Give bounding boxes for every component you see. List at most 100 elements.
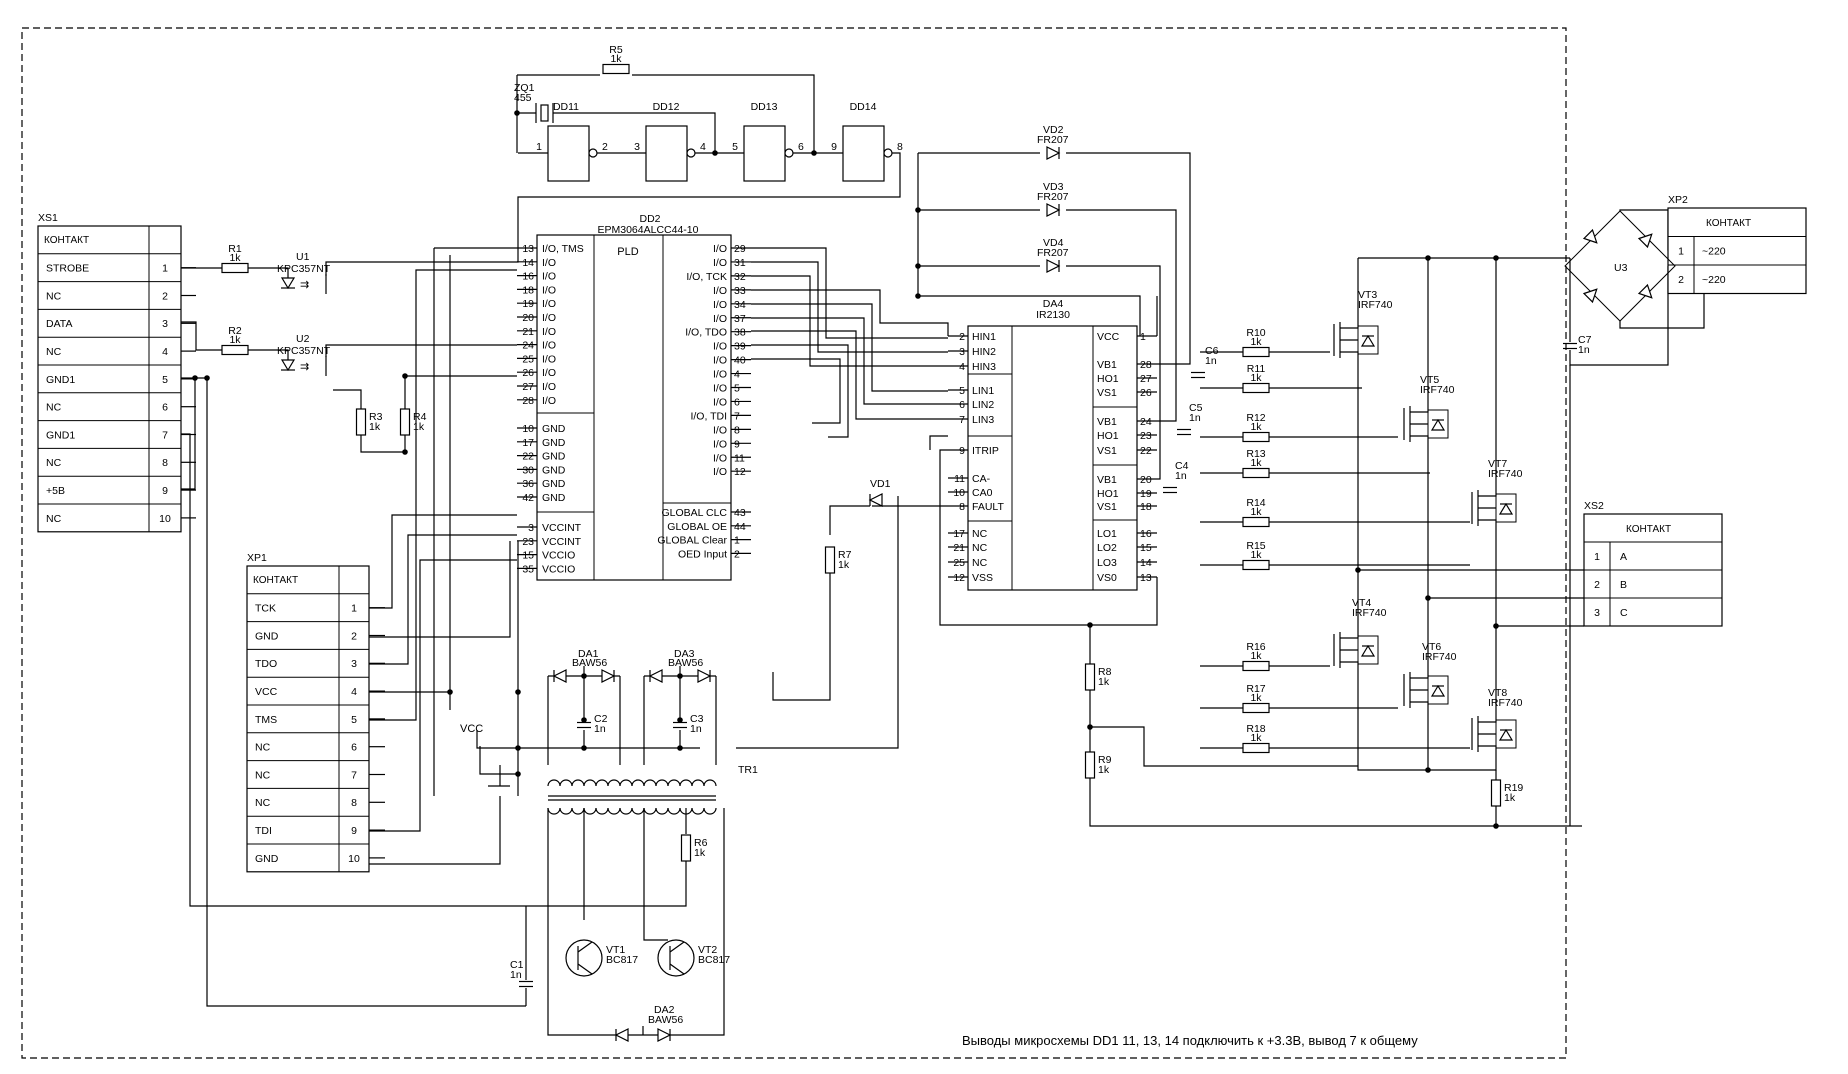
- value-r12: 1k: [1250, 421, 1262, 433]
- pin-number: 2: [959, 331, 965, 343]
- pin-number: 2: [351, 630, 357, 642]
- resistor-r19: [1490, 779, 1502, 807]
- pin-number: 24: [522, 340, 534, 352]
- pin-name: +5В: [46, 485, 65, 497]
- pin-number: 4: [959, 361, 965, 373]
- value-r8: 1k: [1098, 676, 1110, 688]
- ref-c4: C4: [1175, 460, 1189, 472]
- pin-label: VSS: [972, 572, 993, 584]
- pin-label: I/O: [542, 312, 556, 324]
- pin-number: 29: [734, 243, 746, 255]
- pin-number: 35: [522, 563, 534, 575]
- pin-number: 3: [528, 522, 534, 534]
- ref-da3: DA3: [674, 648, 695, 660]
- pin-number: 3: [351, 658, 357, 670]
- ref-r9: R9: [1098, 754, 1112, 766]
- pin-label: HO1: [1097, 488, 1119, 500]
- ref-r14: R14: [1246, 497, 1265, 509]
- pin-label: LIN1: [972, 385, 994, 397]
- pin-number: 22: [1140, 445, 1152, 457]
- ref-vt6: VT6: [1422, 641, 1441, 653]
- ic-ref-dd2: DD2: [639, 213, 660, 225]
- tr1-winding: [679, 779, 693, 787]
- value-vt6: IRF740: [1422, 651, 1457, 663]
- pin-name: VCC: [255, 686, 278, 698]
- pin-number: 6: [959, 399, 965, 411]
- mosfet-drain: [1340, 618, 1359, 639]
- pin-number: 44: [734, 521, 746, 533]
- pin-number: 5: [959, 385, 965, 397]
- pin-label: GND: [542, 437, 566, 449]
- wire: [369, 559, 517, 832]
- resistor-r15: [1242, 559, 1270, 571]
- tr1-winding: [571, 807, 585, 815]
- pin-number: 3: [162, 318, 168, 330]
- pin-name: NC: [46, 402, 62, 414]
- value-r19: 1k: [1504, 792, 1516, 804]
- led-vd1: [868, 493, 883, 507]
- body-diode: [1498, 728, 1514, 741]
- value-c6: 1n: [1205, 355, 1217, 367]
- pin-name: GND: [255, 853, 279, 865]
- ref-r17: R17: [1246, 683, 1265, 695]
- tr1-winding: [703, 807, 717, 815]
- pin-number: 43: [734, 507, 746, 519]
- body-diode: [1430, 418, 1446, 431]
- connector-ref-xp2: XP2: [1668, 194, 1688, 206]
- pin-number: 17: [953, 528, 965, 540]
- tr1-winding: [667, 779, 681, 787]
- pin-number: 8: [959, 501, 965, 513]
- body-diode: [1360, 334, 1376, 347]
- connector-ref-xp1: XP1: [247, 552, 267, 564]
- connector-xp2: [1667, 207, 1807, 295]
- pin-name: GND: [255, 630, 279, 642]
- pin-label: I/O: [542, 257, 556, 269]
- body-diode: [1498, 502, 1514, 515]
- pin-label: I/O: [713, 396, 727, 408]
- pin-number: 25: [953, 557, 965, 569]
- wire: [829, 505, 870, 535]
- wire: [1357, 682, 1497, 771]
- pin-number: 19: [522, 298, 534, 310]
- gate-ref-dd12: DD12: [653, 101, 680, 113]
- pin-label: I/O: [713, 369, 727, 381]
- junction-dot: [1493, 255, 1499, 261]
- pin-number: 22: [522, 451, 534, 463]
- wire: [553, 112, 716, 153]
- pin-label: GND: [542, 478, 566, 490]
- tr1-winding: [607, 779, 621, 787]
- wire: [325, 344, 517, 357]
- pin-number: 11: [734, 452, 745, 464]
- ref-r13: R13: [1246, 448, 1265, 460]
- wire: [476, 730, 518, 749]
- junction-dot: [712, 150, 718, 156]
- pin-number: 26: [522, 367, 534, 379]
- pin-label: I/O: [713, 355, 727, 367]
- wire: [248, 267, 289, 278]
- pin-number: 7: [351, 769, 357, 781]
- pin-name: NC: [255, 742, 271, 754]
- pin-number: 27: [522, 381, 534, 393]
- wire: [369, 534, 517, 665]
- pin-number: 5: [162, 374, 168, 386]
- value-c3: 1n: [690, 723, 702, 735]
- pin-number: 4: [700, 141, 706, 153]
- pin-number: 40: [734, 355, 746, 367]
- pin-name: C: [1620, 607, 1628, 619]
- wire: [1066, 152, 1191, 365]
- pin-number: 21: [522, 326, 534, 338]
- value-zq1: 455: [514, 92, 532, 104]
- pin-number: 33: [734, 285, 746, 297]
- junction-dot: [204, 375, 210, 381]
- wire: [1090, 577, 1158, 626]
- wire: [643, 808, 668, 941]
- ref-da1: DA1: [578, 648, 599, 660]
- tr1-winding: [691, 779, 705, 787]
- ref-r7: R7: [838, 549, 852, 561]
- pin-number: 17: [522, 437, 534, 449]
- connector-xp1: [246, 565, 370, 873]
- opto-light-arrows: ⇉: [300, 361, 309, 373]
- resistor-r2: [221, 344, 249, 356]
- ref-r12: R12: [1246, 412, 1265, 424]
- pin-label: FAULT: [972, 501, 1004, 513]
